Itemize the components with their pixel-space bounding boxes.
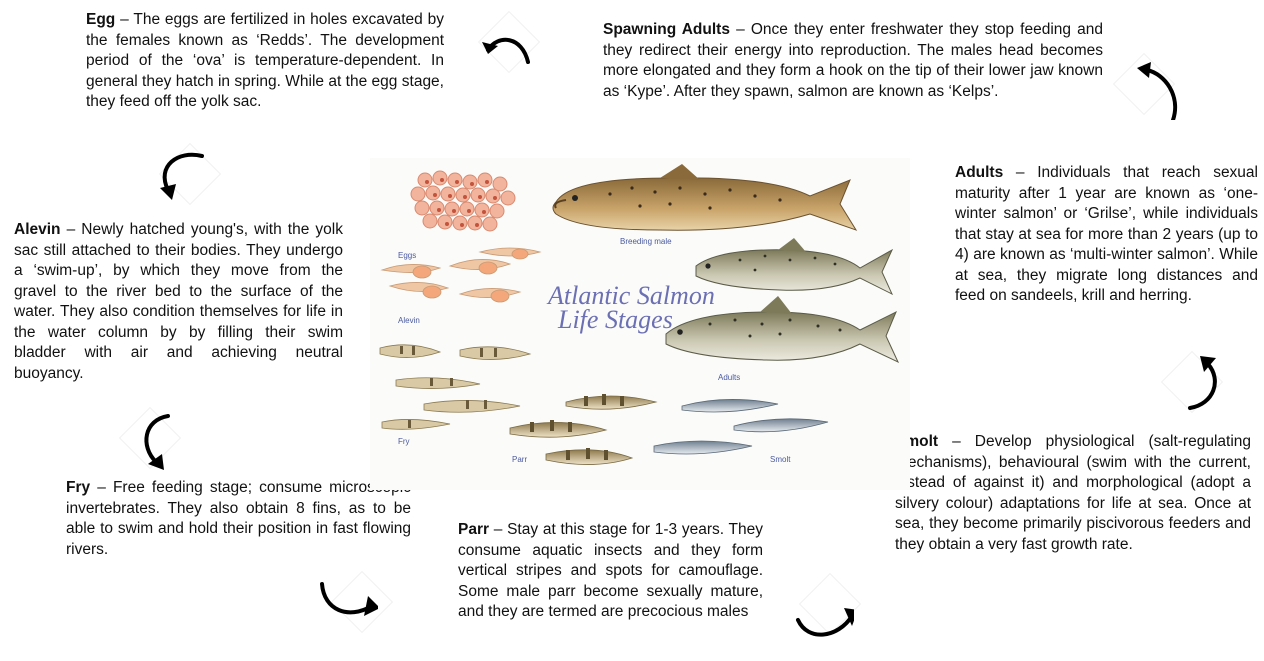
adult-fish bbox=[696, 238, 892, 294]
curved-arrow-icon bbox=[1178, 350, 1238, 410]
stage-title: Parr bbox=[458, 521, 489, 538]
stage-adults: Adults – Individuals that reach sexual m… bbox=[955, 163, 1258, 307]
stage-fry: Fry – Free feeding stage; consume micros… bbox=[66, 478, 411, 560]
stage-description: – Stay at this stage for 1-3 years. They… bbox=[458, 521, 763, 620]
stage-title: Spawning Adults bbox=[603, 21, 730, 38]
fry-group bbox=[380, 345, 530, 430]
label-eggs: Eggs bbox=[398, 251, 416, 260]
label-smolt: Smolt bbox=[770, 455, 791, 464]
curved-arrow-icon bbox=[1125, 60, 1185, 120]
stage-spawning-adults: Spawning Adults – Once they enter freshw… bbox=[603, 20, 1103, 102]
stage-title: Egg bbox=[86, 11, 115, 28]
stage-title: Adults bbox=[955, 164, 1003, 181]
stage-alevin: Alevin – Newly hatched young's, with the… bbox=[14, 220, 343, 384]
stage-smolt: Smolt – Develop physiological (salt-regu… bbox=[895, 432, 1251, 555]
stage-description: – Individuals that reach sexual maturity… bbox=[955, 164, 1258, 304]
illustration-subtitle: Life Stages bbox=[557, 305, 673, 334]
label-alevin: Alevin bbox=[398, 316, 420, 325]
curved-arrow-icon bbox=[130, 412, 190, 472]
curved-arrow-icon bbox=[794, 596, 854, 656]
label-breeding-male: Breeding male bbox=[620, 237, 672, 246]
curved-arrow-icon bbox=[150, 148, 210, 208]
stage-title: Alevin bbox=[14, 221, 61, 238]
label-parr: Parr bbox=[512, 455, 527, 464]
smolt-group bbox=[654, 399, 828, 454]
curved-arrow-icon bbox=[318, 578, 378, 638]
salmon-life-stages-illustration: Eggs Alevin Atlantic Salmon Life Stages … bbox=[370, 158, 910, 490]
stage-parr: Parr – Stay at this stage for 1-3 years.… bbox=[458, 520, 763, 623]
stage-description: – Free feeding stage; consume microscopi… bbox=[66, 479, 411, 558]
label-adults: Adults bbox=[718, 373, 740, 382]
label-fry: Fry bbox=[398, 437, 410, 446]
stage-description: – Develop physiological (salt-regulating… bbox=[895, 433, 1251, 553]
breeding-male-fish bbox=[553, 164, 856, 230]
stage-title: Fry bbox=[66, 479, 90, 496]
curved-arrow-icon bbox=[478, 22, 538, 82]
eggs-cluster bbox=[411, 171, 515, 231]
stage-description: – Newly hatched young's, with the yolk s… bbox=[14, 221, 343, 382]
stage-description: – The eggs are fertilized in holes excav… bbox=[86, 11, 444, 110]
stage-egg: Egg – The eggs are fertilized in holes e… bbox=[86, 10, 444, 113]
